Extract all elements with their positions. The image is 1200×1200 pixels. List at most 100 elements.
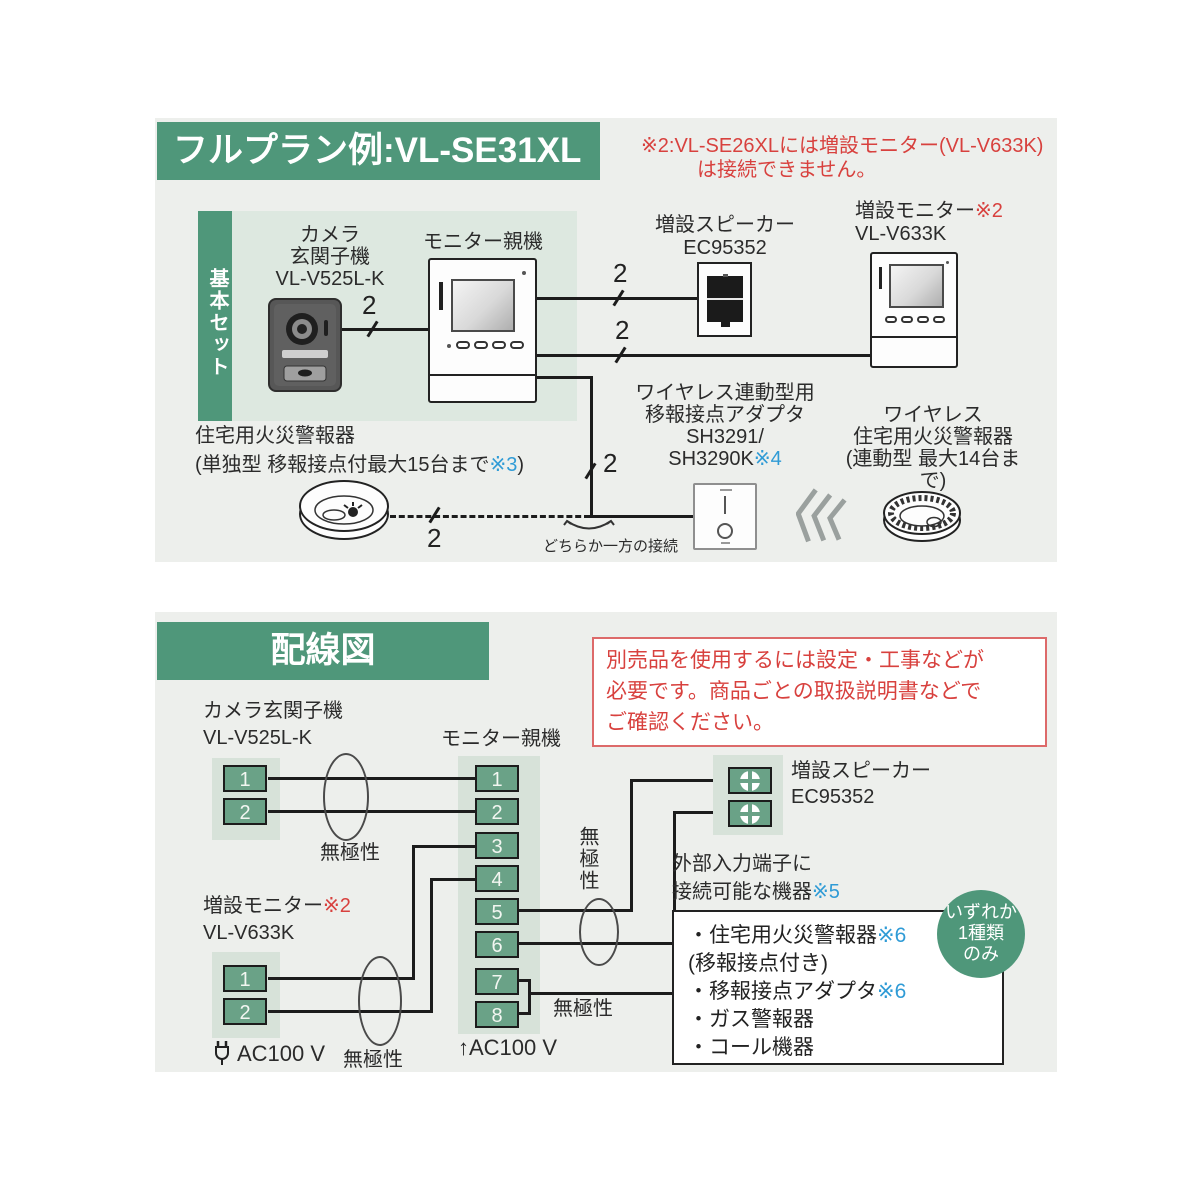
exp-monitor-button xyxy=(901,316,913,323)
fire-alarm-label-l1: 住宅用火災警報器 xyxy=(195,425,355,447)
wiring-notice-l2: 必要です。商品ごとの取扱説明書などで xyxy=(606,680,982,703)
main-monitor-dot xyxy=(447,344,451,348)
exp-monitor-label: 増設モニター※2 VL-V633K xyxy=(855,200,1003,246)
wiring-section: 配線図 別売品を使用するには設定・工事などが 必要です。商品ごとの取扱説明書など… xyxy=(155,612,1057,1072)
only-one-badge-l2: 1種類 xyxy=(957,923,1004,943)
external-device-item: ・コール機器 xyxy=(688,1036,814,1059)
monitor-terminal: 4 xyxy=(475,865,519,892)
adapter-device xyxy=(693,483,757,550)
main-monitor-label: モニター親機 xyxy=(413,231,553,254)
plan-title-bar: フルプラン例:VL-SE31XL xyxy=(157,122,600,180)
fire-alarm-label-l2: (単独型 移報接点付最大15台まで※3) xyxy=(195,454,525,476)
nonpolar-label: 無極性 xyxy=(320,842,380,864)
wire xyxy=(268,977,415,980)
plan-note-line1: ※2:VL-SE26XLには増設モニター(VL-V633K) xyxy=(641,135,1044,157)
monitor-terminal: 6 xyxy=(475,931,519,958)
main-monitor-device xyxy=(428,258,537,403)
monitor-terminal: 7 xyxy=(475,968,519,995)
wire xyxy=(590,376,593,517)
main-monitor-speaker-slit xyxy=(439,282,443,310)
wire-count: 2 xyxy=(613,258,628,288)
wire-dashed xyxy=(390,515,590,518)
plan-note: ※2:VL-SE26XLには増設モニター(VL-V633K) は接続できません。 xyxy=(641,134,1043,182)
plug-icon xyxy=(215,1041,229,1065)
wire xyxy=(630,779,633,912)
monitor-terminal: 8 xyxy=(475,1001,519,1028)
exp-monitor-button xyxy=(933,316,945,323)
wire-count: 2 xyxy=(427,523,442,553)
wiring-title-bar: 配線図 xyxy=(157,622,489,680)
exp-terminal: 1 xyxy=(223,965,267,992)
fire-alarm-ref: ※3 xyxy=(489,454,518,476)
exp-monitor-screen xyxy=(889,264,944,308)
exp-power-label: AC100 V xyxy=(237,1041,326,1066)
main-monitor-button xyxy=(492,341,506,349)
speaker-terminal xyxy=(728,767,772,794)
external-input-label-l1: 外部入力端子に xyxy=(672,853,812,875)
exp-monitor-divider xyxy=(872,336,956,338)
either-connection-arc xyxy=(563,519,615,530)
wireless-alarm-label-l1: ワイヤレス xyxy=(883,404,983,426)
exp-speaker-device xyxy=(697,262,752,337)
external-device-item: (移報接点付き) xyxy=(688,952,828,975)
door-station-label: カメラ 玄関子機 VL-V525L-K xyxy=(245,224,415,290)
speaker-terminal-icon xyxy=(739,803,761,825)
exp-speaker-label-l2: EC95352 xyxy=(683,237,767,259)
door-station-device xyxy=(268,298,342,392)
wire xyxy=(430,878,475,881)
full-plan-section: フルプラン例:VL-SE31XL ※2:VL-SE26XLには増設モニター(VL… xyxy=(155,118,1057,562)
monitor-terminal: 5 xyxy=(475,898,519,925)
wire xyxy=(268,777,475,780)
adapter-ref: ※4 xyxy=(753,448,782,470)
adapter-label-l3: SH3291/ xyxy=(686,426,764,448)
wire xyxy=(519,909,633,912)
exp-speaker-grille-line xyxy=(707,298,743,300)
wire xyxy=(519,1012,531,1015)
nonpolar-label: 無極性 xyxy=(576,826,598,892)
exp-speaker-label: 増設スピーカー EC95352 xyxy=(655,214,795,260)
adapter-slit xyxy=(724,496,726,514)
basic-set-label: 基本セット xyxy=(206,268,228,378)
main-monitor-button xyxy=(456,341,470,349)
wireless-alarm-label-l2: 住宅用火災警報器 xyxy=(853,426,1013,448)
plan-note-line2: は接続できません。 xyxy=(697,159,877,181)
exp-monitor-button xyxy=(885,316,897,323)
wireless-alarm-label: ワイヤレス 住宅用火災警報器 (連動型 最大14台まで) xyxy=(843,404,1023,492)
cable-loop xyxy=(358,956,402,1046)
door-station-label-l3: VL-V525L-K xyxy=(275,268,385,290)
w-exp-monitor-label: 増設モニター※2 VL-V633K xyxy=(203,893,351,947)
exp-monitor-speaker-slit xyxy=(879,267,882,289)
w-door-station-label-l1: カメラ玄関子機 xyxy=(203,700,343,722)
wire xyxy=(537,376,590,379)
w-exp-monitor-ref: ※2 xyxy=(323,895,351,917)
main-monitor-button xyxy=(474,341,488,349)
exp-monitor-ref: ※2 xyxy=(975,200,1003,222)
adapter-label: ワイヤレス連動型用 移報接点アダプタ SH3291/ SH3290K※4 xyxy=(635,382,815,470)
wiring-title: 配線図 xyxy=(270,631,376,670)
smoke-detector-device xyxy=(299,480,389,540)
adapter-label-l1: ワイヤレス連動型用 xyxy=(635,382,815,404)
nonpolar-label: 無極性 xyxy=(343,1049,403,1071)
main-monitor-screen xyxy=(451,279,515,332)
external-device-item: ・住宅用火災警報器※6 xyxy=(688,924,907,947)
cable-loop xyxy=(323,753,369,841)
external-input-label-l2: 接続可能な機器※5 xyxy=(672,881,840,903)
wire xyxy=(528,979,531,1015)
exp-monitor-model: VL-V633K xyxy=(855,223,947,245)
only-one-badge: いずれか 1種類 のみ xyxy=(937,890,1025,978)
basic-set-bar: 基本セット xyxy=(198,211,232,421)
main-monitor-label-text: モニター親機 xyxy=(423,231,543,253)
adapter-label-l2: 移報接点アダプタ xyxy=(645,404,805,426)
adapter-label-l4: SH3290K※4 xyxy=(668,448,782,470)
exp-speaker-notch xyxy=(723,274,728,277)
wire xyxy=(412,845,415,980)
exp-monitor-device xyxy=(870,252,958,368)
adapter-button xyxy=(717,523,733,539)
w-exp-speaker-label-l2: EC95352 xyxy=(791,786,875,808)
monitor-terminal: 1 xyxy=(475,765,519,792)
wiring-notice-l3: ご確認ください。 xyxy=(606,711,774,734)
adapter-mark xyxy=(721,542,730,544)
only-one-badge-l1: いずれか xyxy=(945,902,1017,922)
w-main-monitor-label: モニター親機 xyxy=(441,728,561,750)
